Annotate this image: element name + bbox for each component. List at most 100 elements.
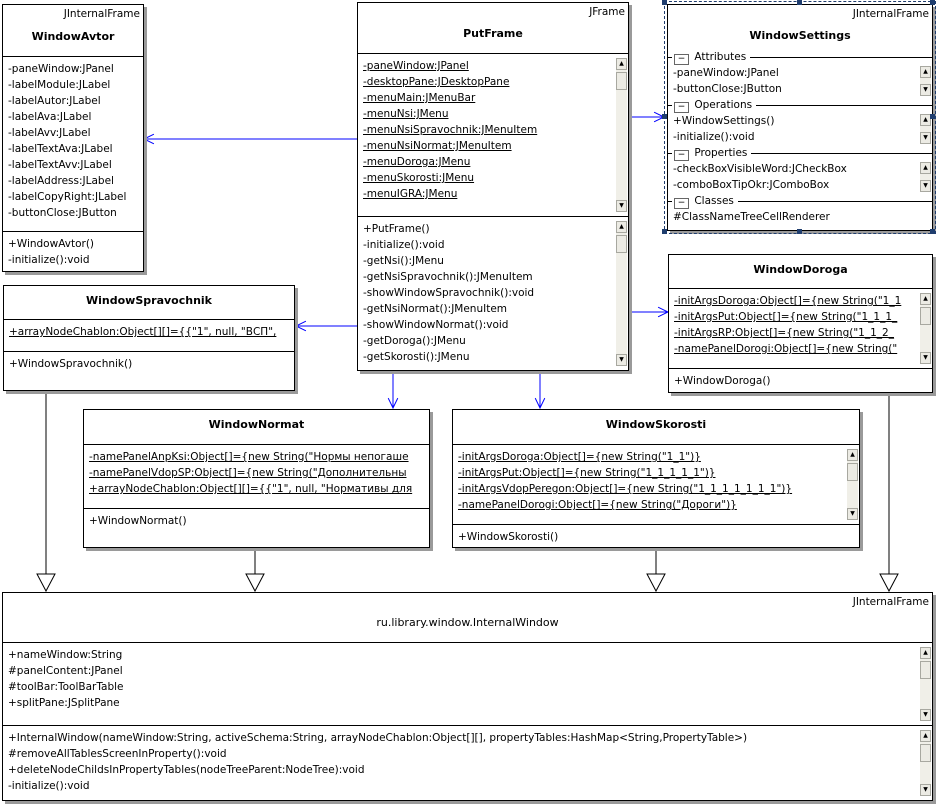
member-row[interactable]: -initialize():void: [673, 131, 755, 143]
attribute-row[interactable]: +nameWindow:String: [8, 647, 918, 663]
scroll-up-arrow-icon[interactable]: ▲: [920, 730, 931, 742]
attribute-row[interactable]: +arrayNodeChablon:Object[][]={{"1", null…: [89, 481, 415, 497]
minus-box-icon[interactable]: −: [674, 150, 689, 161]
attribute-row[interactable]: -labelTextAvv:JLabel: [8, 157, 129, 173]
attribute-row[interactable]: -initArgsPut:Object[]={new String("1_1_1…: [458, 465, 845, 481]
attribute-row[interactable]: -initArgsVdopPeregon:Object[]={new Strin…: [458, 481, 845, 497]
operation-row[interactable]: -getSkorosti():JMenu: [363, 349, 614, 365]
member-row[interactable]: -comboBoxTipOkr:JComboBox: [673, 179, 830, 191]
member-row[interactable]: -checkBoxVisibleWord:JCheckBox: [673, 163, 847, 175]
scroll-down-arrow-icon[interactable]: ▼: [616, 200, 627, 212]
scroll-up-arrow-icon[interactable]: ▲: [920, 647, 931, 659]
resize-handle[interactable]: [797, 0, 802, 5]
scrollbar[interactable]: ▲▼: [920, 114, 931, 144]
scroll-down-arrow-icon[interactable]: ▼: [920, 709, 931, 721]
scroll-thumb[interactable]: [920, 307, 931, 325]
resize-handle[interactable]: [930, 229, 935, 234]
class-box-windowdoroga[interactable]: WindowDoroga-initArgsDoroga:Object[]={ne…: [668, 254, 933, 393]
resize-handle[interactable]: [930, 0, 935, 5]
operation-row[interactable]: -getDoroga():JMenu: [363, 333, 614, 349]
operation-row[interactable]: -getNsiNormat():JMenuItem: [363, 301, 614, 317]
operation-row[interactable]: -getNsi():JMenu: [363, 253, 614, 269]
scroll-thumb[interactable]: [920, 744, 931, 762]
operation-row[interactable]: -initialize():void: [363, 237, 614, 253]
scroll-up-arrow-icon[interactable]: ▲: [920, 293, 931, 305]
scroll-up-arrow-icon[interactable]: ▲: [616, 58, 627, 70]
attribute-row[interactable]: -labelAvv:JLabel: [8, 125, 129, 141]
class-box-windownormat[interactable]: WindowNormat-namePanelAnpKsi:Object[]={n…: [83, 409, 430, 548]
class-box-windowskorosti[interactable]: WindowSkorosti-initArgsDoroga:Object[]={…: [452, 409, 860, 548]
attribute-row[interactable]: -labelAddress:JLabel: [8, 173, 129, 189]
attribute-row[interactable]: -labelAutor:JLabel: [8, 93, 129, 109]
resize-handle[interactable]: [930, 114, 935, 119]
attribute-row[interactable]: -initArgsPut:Object[]={new String("1_1_1…: [674, 309, 918, 325]
operation-row[interactable]: -initialize():void: [8, 778, 918, 794]
scroll-down-arrow-icon[interactable]: ▼: [920, 180, 931, 192]
section-header-attributes[interactable]: − Attributes: [668, 49, 932, 65]
scrollbar[interactable]: ▲▼: [847, 449, 858, 520]
scrollbar[interactable]: ▲▼: [920, 730, 931, 796]
attribute-row[interactable]: -menuNsiSpravochnik:JMenuItem: [363, 122, 614, 138]
scroll-down-arrow-icon[interactable]: ▼: [920, 132, 931, 144]
resize-handle[interactable]: [662, 229, 667, 234]
scrollbar[interactable]: ▲▼: [920, 647, 931, 721]
scroll-up-arrow-icon[interactable]: ▲: [920, 162, 931, 174]
attribute-row[interactable]: -paneWindow:JPanel: [363, 58, 614, 74]
attribute-row[interactable]: -labelCopyRight:JLabel: [8, 189, 129, 205]
attribute-row[interactable]: -labelAva:JLabel: [8, 109, 129, 125]
resize-handle[interactable]: [797, 229, 802, 234]
operation-row[interactable]: +WindowDoroga(): [674, 373, 918, 389]
attribute-row[interactable]: -labelModule:JLabel: [8, 77, 129, 93]
member-row[interactable]: -buttonClose:JButton: [673, 83, 782, 95]
scrollbar[interactable]: ▲▼: [920, 66, 931, 96]
scrollbar[interactable]: ▲▼: [920, 293, 931, 364]
attribute-row[interactable]: -menuNsiNormat:JMenuItem: [363, 138, 614, 154]
scroll-up-arrow-icon[interactable]: ▲: [847, 449, 858, 461]
operation-row[interactable]: +WindowAvtor(): [8, 236, 129, 252]
scrollbar[interactable]: ▲▼: [616, 221, 627, 366]
scrollbar[interactable]: ▲▼: [920, 162, 931, 192]
scroll-thumb[interactable]: [616, 72, 627, 90]
scroll-down-arrow-icon[interactable]: ▼: [847, 508, 858, 520]
resize-handle[interactable]: [662, 114, 667, 119]
scrollbar[interactable]: ▲▼: [616, 58, 627, 212]
operation-row[interactable]: +WindowNormat(): [89, 513, 415, 529]
attribute-row[interactable]: -labelTextAva:JLabel: [8, 141, 129, 157]
minus-box-icon[interactable]: −: [674, 102, 689, 113]
attribute-row[interactable]: -paneWindow:JPanel: [8, 61, 129, 77]
scroll-thumb[interactable]: [616, 235, 627, 253]
attribute-row[interactable]: -namePanelVdopSP:Object[]={new String("Д…: [89, 465, 415, 481]
scroll-up-arrow-icon[interactable]: ▲: [920, 66, 931, 78]
operation-row[interactable]: -getNsiSpravochnik():JMenuItem: [363, 269, 614, 285]
scroll-down-arrow-icon[interactable]: ▼: [920, 784, 931, 796]
member-row[interactable]: +WindowSettings(): [673, 115, 775, 127]
section-header-operations[interactable]: − Operations: [668, 97, 932, 113]
attribute-row[interactable]: -menuDoroga:JMenu: [363, 154, 614, 170]
attribute-row[interactable]: -namePanelAnpKsi:Object[]={new String("Н…: [89, 449, 415, 465]
operation-row[interactable]: +deleteNodeChildsInPropertyTables(nodeTr…: [8, 762, 918, 778]
scroll-thumb[interactable]: [920, 661, 931, 679]
operation-row[interactable]: +WindowSpravochnik(): [9, 356, 280, 372]
attribute-row[interactable]: -buttonClose:JButton: [8, 205, 129, 221]
attribute-row[interactable]: -initArgsDoroga:Object[]={new String("1_…: [674, 293, 918, 309]
attribute-row[interactable]: +splitPane:JSplitPane: [8, 695, 918, 711]
scroll-up-arrow-icon[interactable]: ▲: [920, 114, 931, 126]
scroll-up-arrow-icon[interactable]: ▲: [616, 221, 627, 233]
operation-row[interactable]: +WindowSkorosti(): [458, 529, 845, 545]
resize-handle[interactable]: [662, 0, 667, 5]
scroll-down-arrow-icon[interactable]: ▼: [920, 352, 931, 364]
operation-row[interactable]: +InternalWindow(nameWindow:String, activ…: [8, 730, 918, 746]
member-row[interactable]: -paneWindow:JPanel: [673, 67, 779, 79]
member-row[interactable]: #ClassNameTreeCellRenderer: [673, 211, 830, 223]
operation-row[interactable]: +PutFrame(): [363, 221, 614, 237]
attribute-row[interactable]: -namePanelDorogi:Object[]={new String(": [674, 341, 918, 357]
operation-row[interactable]: #removeAllTablesScreenInProperty():void: [8, 746, 918, 762]
attribute-row[interactable]: -namePanelDorogi:Object[]={new String("Д…: [458, 497, 845, 513]
operation-row[interactable]: -initialize():void: [8, 252, 129, 268]
section-header-classes[interactable]: − Classes: [668, 193, 932, 209]
attribute-row[interactable]: -menuNsi:JMenu: [363, 106, 614, 122]
attribute-row[interactable]: #toolBar:ToolBarTable: [8, 679, 918, 695]
